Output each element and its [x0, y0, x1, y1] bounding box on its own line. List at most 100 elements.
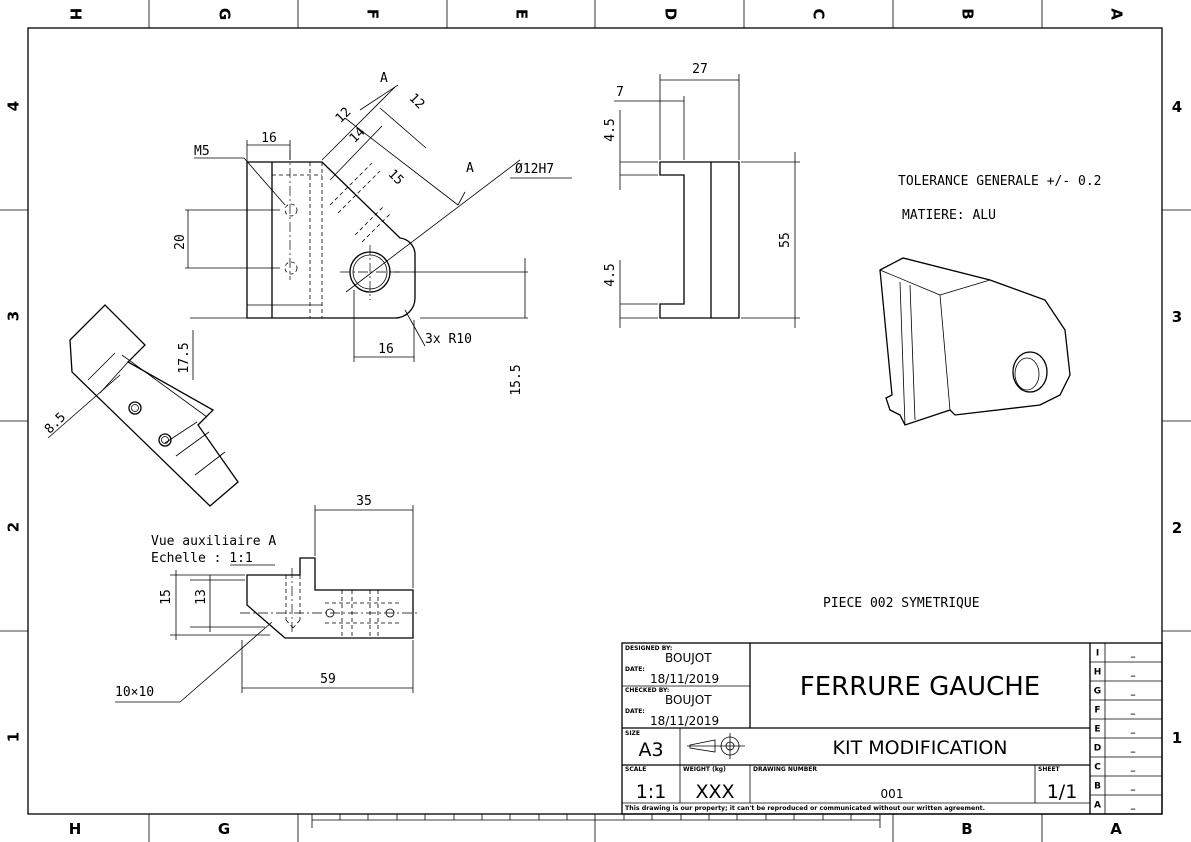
dim-20: 20 [173, 234, 188, 250]
zone-number: 3 [1172, 308, 1182, 326]
size-label: SIZE [625, 730, 640, 737]
isometric-view [879, 257, 1071, 426]
designed-by-label: DESIGNED BY: [625, 645, 672, 652]
note-tolerance: TOLERANCE GENERALE +/- 0.2 [898, 174, 1102, 189]
tilted-view [69, 304, 239, 507]
revision-value: _ [1131, 801, 1136, 811]
section-label-a2: A [466, 161, 474, 176]
zone-letter: E [513, 9, 531, 19]
tilted-view-dimensions: 17.5 8.5 [42, 330, 194, 439]
zone-letter: H [67, 8, 85, 21]
note-symmetric: PIECE 002 SYMETRIQUE [823, 596, 980, 611]
sheet-size: A3 [638, 739, 663, 761]
zone-letters-top: H G F E D C B A [67, 8, 1126, 21]
disclaimer: This drawing is our property; it can't b… [625, 805, 985, 812]
designed-by: BOUJOT [665, 651, 712, 665]
label-m5: M5 [194, 144, 210, 159]
drawing-number-label: DRAWING NUMBER [753, 766, 817, 773]
revision-value: _ [1131, 782, 1136, 792]
dim-13-aux: 13 [194, 589, 209, 605]
revision-value: _ [1131, 687, 1136, 697]
dim-59: 59 [320, 672, 336, 687]
sheet-label: SHEET [1038, 766, 1061, 773]
zone-letter: G [216, 8, 234, 20]
revision-value: _ [1131, 763, 1136, 773]
scale: 1:1 [636, 781, 667, 803]
revision-letter: F [1094, 706, 1100, 716]
dim-15-5: 15.5 [509, 364, 524, 395]
revision-letter: D [1094, 744, 1101, 754]
zone-letters-bottom: H G B A [69, 820, 1122, 838]
dim-4-5-bottom: 4.5 [603, 263, 618, 286]
revision-letter: C [1094, 763, 1101, 773]
zone-letter: B [961, 820, 972, 838]
zone-letter: D [662, 8, 680, 20]
date-1: 18/11/2019 [650, 672, 719, 686]
zone-number: 3 [5, 311, 23, 321]
date-label: DATE: [625, 666, 645, 673]
sheet-number: 1/1 [1047, 781, 1078, 803]
dim-12-b: 12 [406, 91, 428, 113]
aux-view-title: Vue auxiliaire A [151, 534, 276, 549]
scale-label: SCALE [625, 766, 646, 773]
dim-17-5: 17.5 [177, 342, 192, 373]
revision-value: _ [1131, 649, 1136, 659]
auxiliary-view-dimensions: Vue auxiliaire A Echelle : 1:1 35 59 15 … [115, 494, 414, 703]
zone-letter: G [218, 820, 230, 838]
zone-number: 1 [5, 732, 23, 742]
weight: XXX [695, 781, 734, 803]
drawing-title: FERRURE GAUCHE [800, 672, 1040, 702]
dim-16-bottom: 16 [378, 342, 394, 357]
weight-label: WEIGHT (kg) [683, 766, 726, 773]
zone-number: 4 [1172, 98, 1182, 116]
zone-numbers: 4 3 2 1 4 3 2 1 [5, 98, 1183, 747]
dim-4-5-top: 4.5 [603, 118, 618, 141]
drawing-number: 001 [881, 787, 904, 801]
dim-35: 35 [356, 494, 372, 509]
drawing-subtitle: KIT MODIFICATION [833, 737, 1008, 759]
revision-value: _ [1131, 706, 1136, 716]
checked-by: BOUJOT [665, 693, 712, 707]
aux-view-scale: Echelle : 1:1 [151, 551, 253, 566]
date-2: 18/11/2019 [650, 714, 719, 728]
revision-value: _ [1131, 725, 1136, 735]
title-block: DESIGNED BY: BOUJOT DATE: 18/11/2019 CHE… [621, 642, 1163, 815]
date2-label: DATE: [625, 708, 645, 715]
zone-letter: A [1108, 8, 1126, 20]
side-view [659, 161, 740, 319]
label-3x-r10: 3x R10 [425, 332, 472, 347]
zone-number: 4 [5, 101, 23, 111]
revision-letter: H [1094, 668, 1102, 678]
dim-55: 55 [778, 232, 793, 248]
label-bore: Ø12H7 [515, 162, 554, 177]
notes: TOLERANCE GENERALE +/- 0.2 MATIERE: ALU … [823, 174, 1102, 611]
label-chamfer: 10×10 [115, 685, 154, 700]
zone-letter: H [69, 820, 82, 838]
revision-letter: B [1094, 782, 1101, 792]
checked-by-label: CHECKED BY: [625, 687, 669, 694]
note-material: MATIERE: ALU [902, 208, 996, 223]
zone-letter: B [959, 8, 977, 19]
dim-15-aux: 15 [159, 589, 174, 605]
dim-8-5: 8.5 [42, 410, 69, 437]
zone-letter: F [364, 9, 382, 19]
dim-7: 7 [616, 85, 624, 100]
zone-number: 2 [5, 522, 23, 532]
revision-letter: E [1094, 725, 1100, 735]
section-label-a1: A [380, 71, 388, 86]
revision-letter: G [1094, 687, 1101, 697]
zone-number: 2 [1172, 519, 1182, 537]
auxiliary-view [240, 557, 418, 639]
front-view-dimensions: 16 M5 20 16 3x R10 15.5 Ø12H7 A A [173, 71, 572, 396]
zone-letter: C [810, 8, 828, 19]
dim-15: 15 [385, 167, 407, 189]
dim-16-top: 16 [261, 131, 277, 146]
side-view-dimensions: 27 7 4.5 4.5 55 [603, 62, 800, 328]
revision-letter: A [1094, 801, 1101, 811]
revision-value: _ [1131, 668, 1136, 678]
revision-letter: I [1096, 649, 1099, 659]
revision-value: _ [1131, 744, 1136, 754]
dim-27: 27 [692, 62, 708, 77]
